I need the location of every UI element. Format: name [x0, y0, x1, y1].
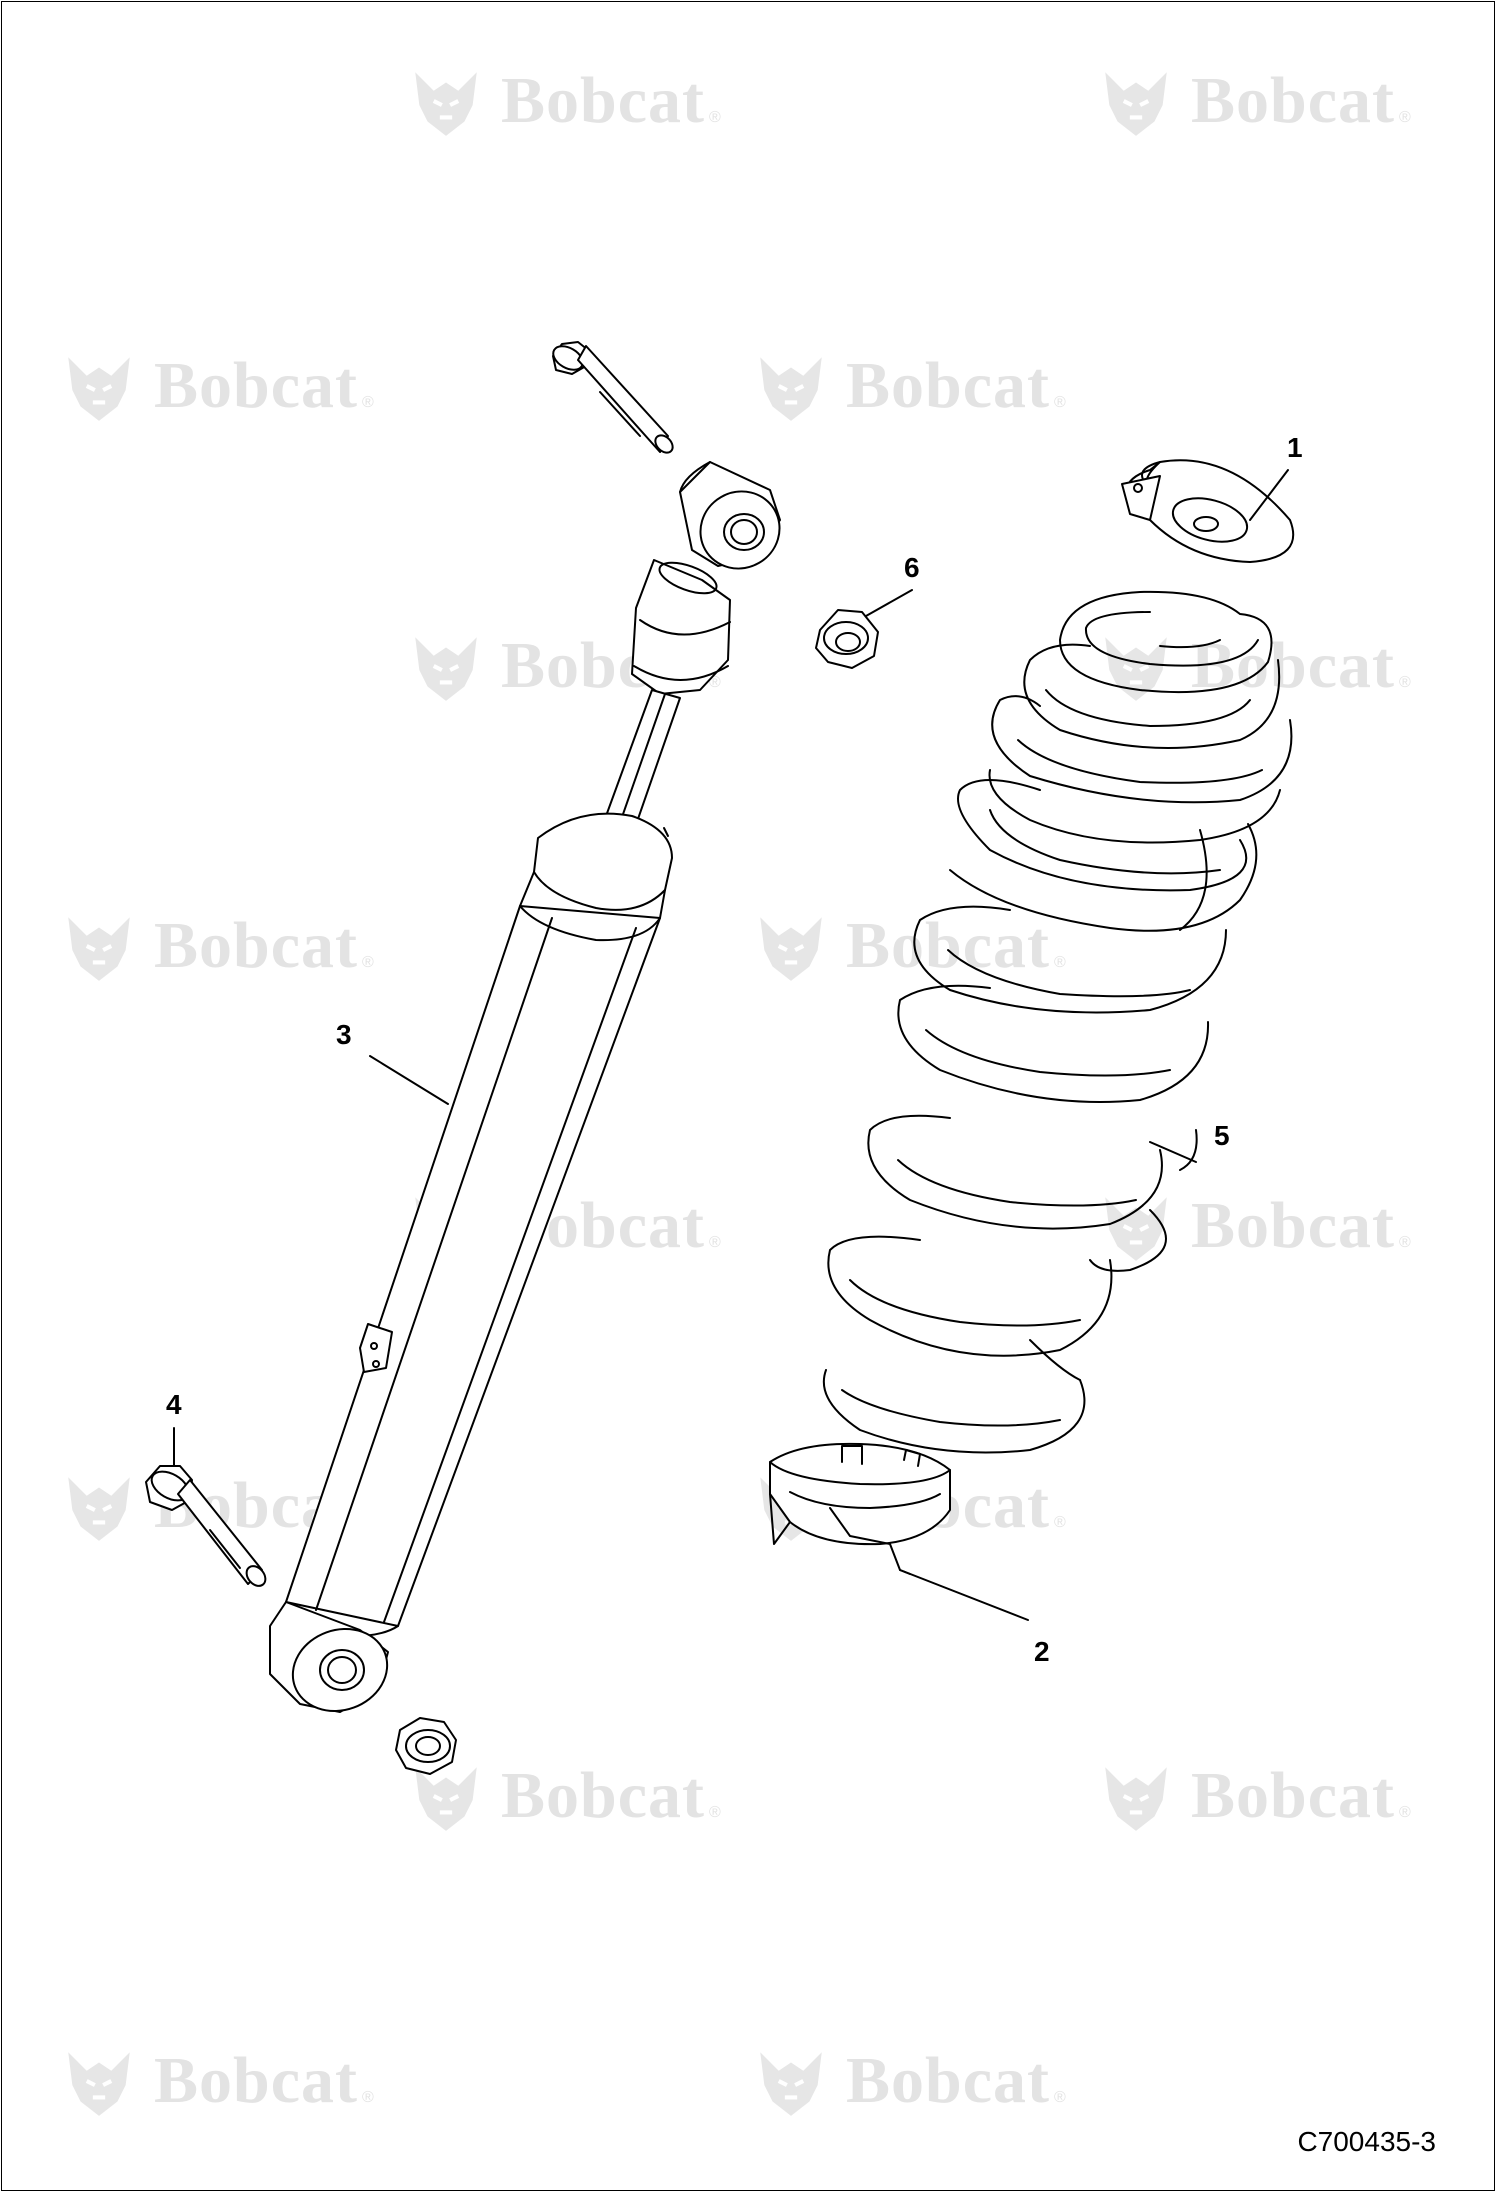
watermark-reg: ® — [1054, 2089, 1066, 2106]
bobcat-logo-icon — [760, 357, 822, 421]
watermark-text: Bobcat — [1191, 1759, 1395, 1832]
bobcat-watermark: Bobcat® — [1095, 1755, 1411, 1837]
callout-6: 6 — [904, 552, 920, 583]
watermark-text: Bobcat — [154, 909, 358, 982]
watermark-text: Bobcat — [1191, 1189, 1395, 1262]
watermark-reg: ® — [709, 1234, 721, 1251]
callout-5: 5 — [1214, 1120, 1230, 1151]
bobcat-logo-icon — [68, 357, 130, 421]
upper-bolt — [552, 341, 674, 454]
watermark-reg: ® — [709, 109, 721, 126]
bobcat-logo-icon — [68, 917, 130, 981]
lower-bolt — [145, 1465, 267, 1587]
bobcat-logo-icon — [760, 2052, 822, 2116]
lower-nut — [395, 1717, 457, 1775]
shock-upper-cap — [631, 559, 731, 695]
watermark-reg: ® — [1054, 1514, 1066, 1531]
watermark-reg: ® — [1054, 394, 1066, 411]
shock-body — [285, 812, 673, 1638]
bobcat-logo-icon — [1105, 637, 1167, 701]
watermark-reg: ® — [1399, 1804, 1411, 1821]
watermark-reg: ® — [709, 674, 721, 691]
watermark-text: Bobcat — [846, 349, 1050, 422]
watermark-reg: ® — [362, 394, 374, 411]
bobcat-watermark: Bobcat® — [1095, 625, 1411, 707]
watermark-text: Bobcat — [154, 349, 358, 422]
watermark-reg: ® — [362, 954, 374, 971]
bobcat-watermark: Bobcat® — [405, 60, 721, 142]
watermark-reg: ® — [1399, 674, 1411, 691]
lower-spring-seat — [769, 1442, 951, 1575]
watermark-text: Bobcat — [846, 909, 1050, 982]
upper-spring-seat — [1121, 459, 1295, 563]
bobcat-logo-icon — [1105, 1197, 1167, 1261]
bobcat-watermark: Bobcat® — [405, 1755, 721, 1837]
bobcat-watermark: Bobcat® — [1095, 60, 1411, 142]
watermark-reg: ® — [709, 1804, 721, 1821]
watermark-reg: ® — [362, 2089, 374, 2106]
coil-spring — [822, 590, 1293, 1454]
bobcat-watermark: Bobcat® — [750, 345, 1066, 427]
watermark-text: Bobcat — [1191, 64, 1395, 137]
bobcat-logo-icon — [415, 637, 477, 701]
bobcat-watermark: Bobcat® — [58, 345, 374, 427]
watermark-text: Bobcat — [154, 2044, 358, 2117]
callout-3: 3 — [336, 1019, 352, 1050]
bobcat-watermark: Bobcat® — [750, 2040, 1066, 2122]
bobcat-watermark: Bobcat® — [58, 2040, 374, 2122]
watermark-text: Bobcat — [501, 64, 705, 137]
bobcat-logo-icon — [1105, 1767, 1167, 1831]
callout-2: 2 — [1034, 1636, 1050, 1667]
watermark-text: Bobcat — [846, 2044, 1050, 2117]
leader-lines — [173, 469, 1289, 1621]
bobcat-logo-icon — [68, 1477, 130, 1541]
watermark-text: Bobcat — [1191, 629, 1395, 702]
bobcat-logo-icon — [1105, 72, 1167, 136]
figure-id: C700435-3 — [1297, 2126, 1436, 2157]
bobcat-logo-icon — [415, 72, 477, 136]
shock-lower-eye — [269, 1601, 389, 1713]
watermark-reg: ® — [1399, 1234, 1411, 1251]
bobcat-logo-icon — [415, 1767, 477, 1831]
bobcat-logo-icon — [68, 2052, 130, 2116]
bobcat-watermark: Bobcat® — [1095, 1185, 1411, 1267]
shock-upper-eye — [679, 461, 781, 570]
watermark-reg: ® — [1399, 109, 1411, 126]
watermark-text: Bobcat — [501, 1759, 705, 1832]
callout-1: 1 — [1287, 432, 1303, 463]
flange-nut — [815, 609, 879, 669]
bobcat-logo-icon — [760, 917, 822, 981]
callout-4: 4 — [166, 1389, 182, 1420]
watermark-reg: ® — [1054, 954, 1066, 971]
bobcat-watermark: Bobcat® — [58, 905, 374, 987]
bobcat-watermark: Bobcat® — [750, 905, 1066, 987]
